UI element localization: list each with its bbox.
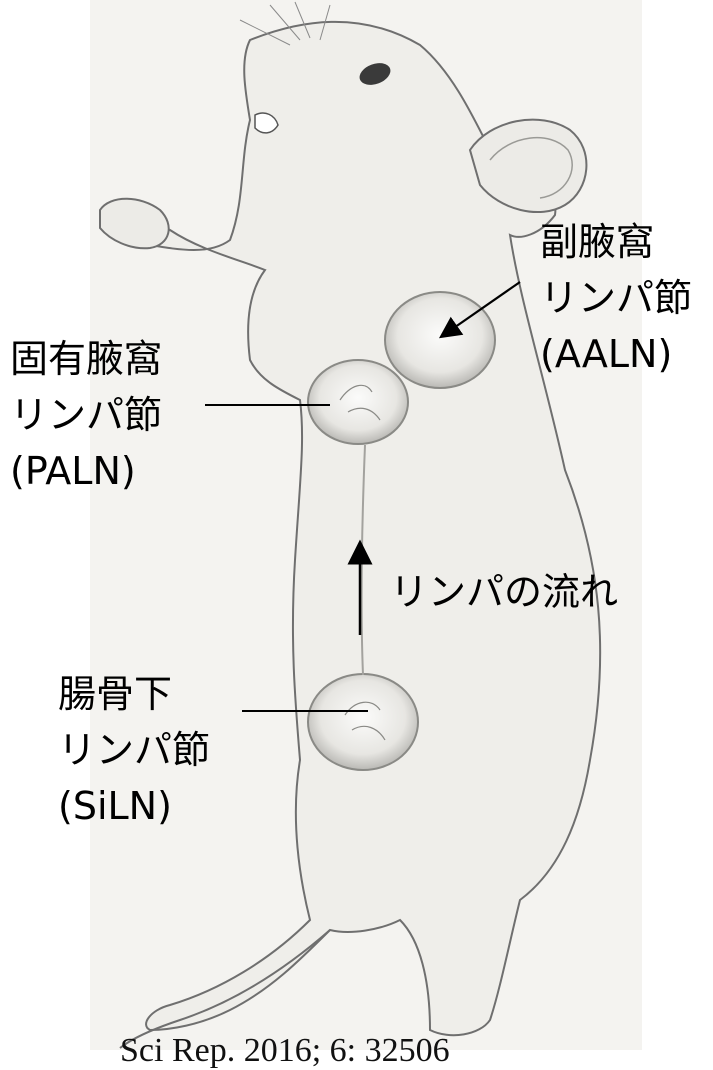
aaln-label-line2: リンパ節 — [540, 276, 692, 320]
siln-label-line1: 腸骨下 — [58, 672, 172, 716]
lymph-flow-label: リンパの流れ — [390, 570, 618, 614]
paln-label-line2: リンパ節 — [10, 393, 162, 437]
paln-label-line1: 固有腋窩 — [10, 337, 162, 381]
siln-label-line2: リンパ節 — [58, 728, 210, 772]
aaln-label-line1: 副腋窩 — [540, 220, 654, 264]
siln-node — [308, 674, 418, 770]
paln-label-line3: (PALN) — [10, 449, 136, 493]
paln-node — [308, 360, 408, 444]
siln-label-line3: (SiLN) — [58, 784, 172, 828]
aaln-node — [385, 292, 495, 388]
aaln-label-line3: (AALN) — [540, 332, 672, 376]
citation-text: Sci Rep. 2016; 6: 32506 — [120, 1032, 450, 1070]
